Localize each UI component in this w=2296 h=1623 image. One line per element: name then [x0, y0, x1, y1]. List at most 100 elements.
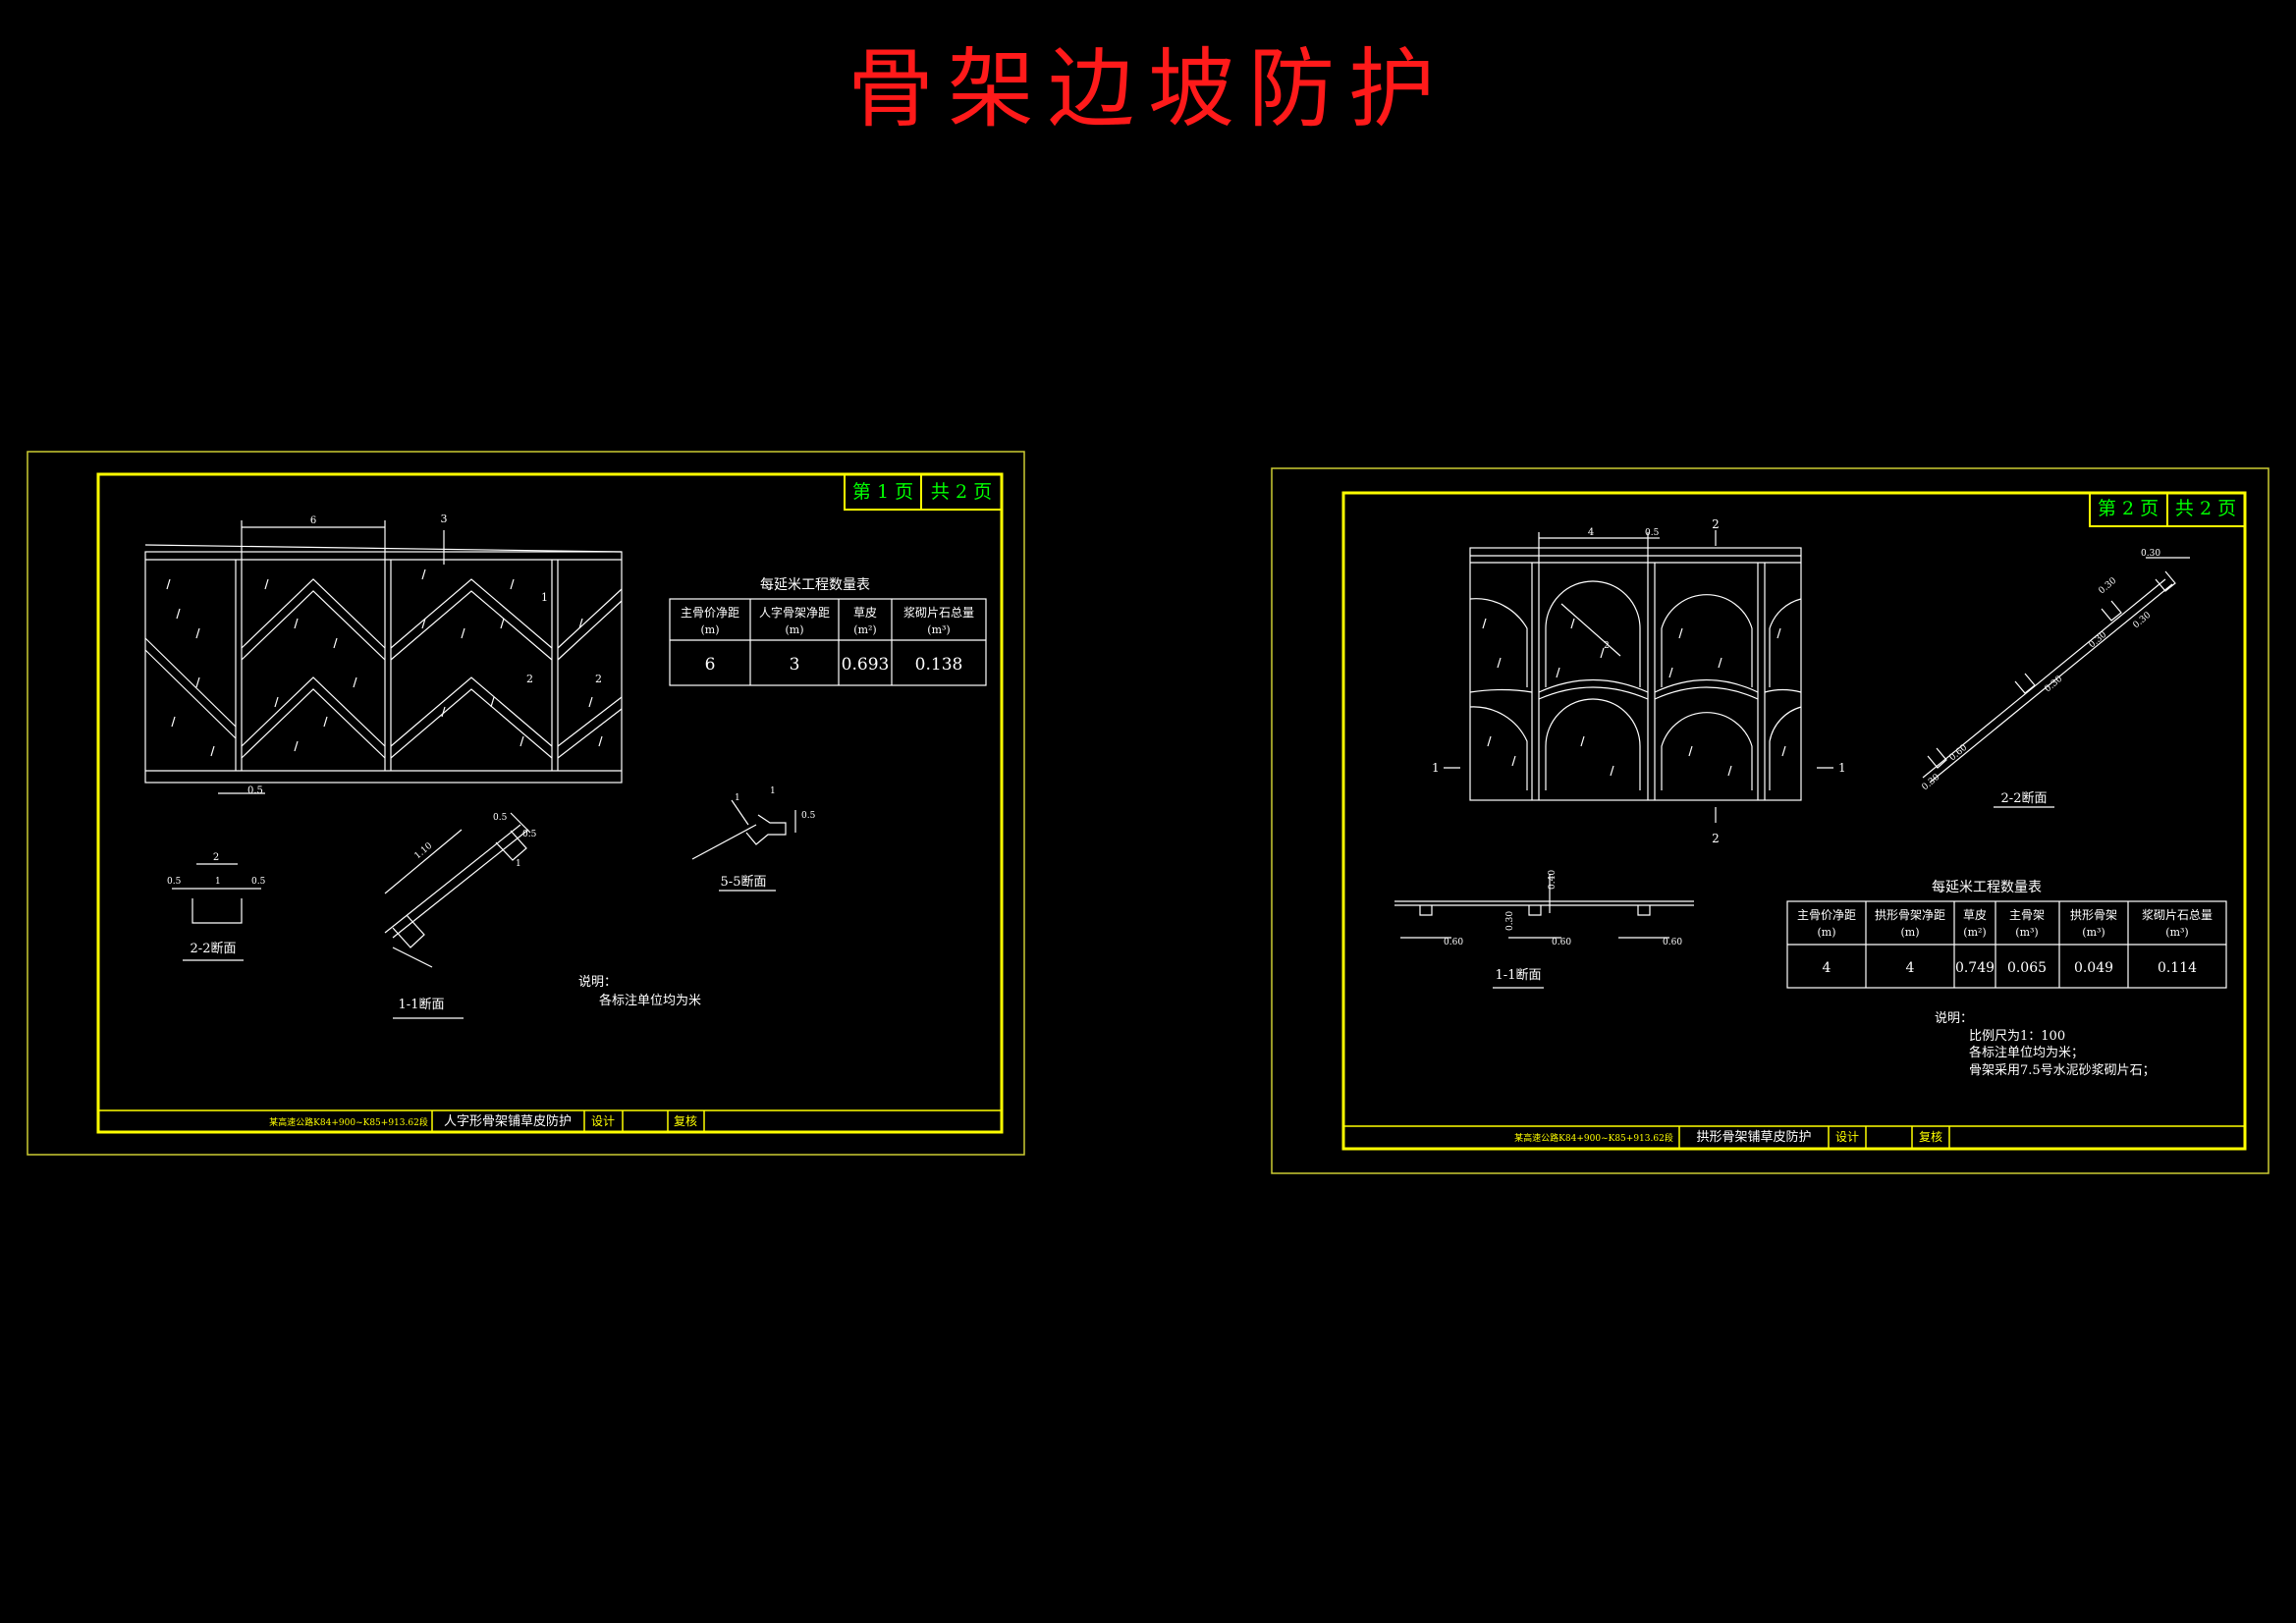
sheet-2-inner-frame — [1341, 491, 2247, 1151]
sheet-1-s11-d1: 1.10 — [413, 841, 435, 862]
sheet-1-td-2: 3 — [790, 655, 800, 675]
sheet-1-th-1: 主骨价净距 — [681, 606, 739, 620]
sheet-1-marker-2-right: 2 — [595, 673, 602, 685]
sheet-1-footer-design: 设计 — [591, 1114, 615, 1128]
sheet-2-th-3-unit: (m²) — [1963, 926, 1986, 939]
sheet-1-section-5-5 — [691, 799, 796, 892]
sheet-2-marker-left: 1 — [1432, 761, 1440, 775]
sheet-2-page-tag: 第 2 页 共 2 页 — [2089, 492, 2246, 527]
sheet-1-s11-d2: 0.5 — [493, 813, 508, 823]
sheet-1-outer-border — [27, 451, 1025, 1156]
sheet-2-marker-right: 1 — [1838, 761, 1846, 775]
sheet-1-dim-bottom: 0.5 — [247, 785, 263, 796]
sheet-1-section-1-1 — [384, 812, 531, 1019]
sheet-1-inner-frame — [96, 472, 1004, 1134]
sheet-2-note-1: 比例尺为1：100 — [1969, 1029, 2065, 1044]
sheet-2-s22-d4: 0.30 — [2088, 630, 2109, 651]
sheet-1-table-title: 每延米工程数量表 — [760, 577, 870, 593]
sheet-1-td-1: 6 — [705, 655, 716, 675]
sheet-2-quantity-table — [1786, 900, 2227, 989]
sheet-1-marker-1: 1 — [541, 591, 548, 604]
sheet-2-th-1-unit: (m) — [1817, 926, 1835, 939]
sheet-2-s11-d1: 0.40 — [1548, 870, 1558, 890]
sheet-1-s22-label: 2-2断面 — [191, 942, 237, 956]
sheet-1-th-3: 草皮 — [853, 606, 877, 620]
sheet-2-td-1: 4 — [1823, 960, 1831, 976]
sheet-2-td-3: 0.749 — [1955, 960, 1995, 976]
sheet-2-s22-d1: 0.30 — [2141, 549, 2160, 559]
sheet-2-th-5-unit: (m³) — [2082, 926, 2105, 939]
sheet-2-dim-top-small: 0.5 — [1645, 528, 1660, 538]
sheet-1-s22-d4: 0.5 — [251, 877, 266, 887]
sheet-2-page-total: 共 2 页 — [2175, 498, 2236, 519]
sheet-2-dim-top-width: 4 — [1588, 527, 1594, 538]
sheet-2-s11-d2: 0.30 — [1505, 911, 1515, 931]
sheet-2-s11-label: 1-1断面 — [1496, 968, 1542, 983]
sheet-1-th-1-unit: (m) — [700, 623, 719, 636]
sheet-2-th-6: 浆砌片石总量 — [2142, 907, 2213, 922]
sheet-2-title-block — [1343, 1125, 2245, 1149]
sheet-1-th-2: 人字骨架净距 — [759, 605, 830, 620]
sheet-2-note-2: 各标注单位均为米； — [1969, 1045, 2084, 1060]
sheet-2-footer-check: 复核 — [1919, 1130, 1942, 1144]
sheet-1-quantity-table — [669, 598, 987, 686]
sheet-1-s22-d1: 2 — [213, 852, 219, 863]
sheet-2-s11-d5: 0.60 — [1663, 938, 1682, 947]
sheet-1-dim-top-marker: 3 — [441, 513, 448, 525]
sheet-2-s11-d4: 0.60 — [1552, 938, 1571, 947]
sheet-1: 第 1 页 共 2 页 — [27, 451, 1025, 1156]
sheet-1-note-1: 各标注单位均为米 — [599, 993, 701, 1008]
sheet-2-th-1: 主骨价净距 — [1797, 908, 1856, 922]
sheet-1-td-4: 0.138 — [915, 655, 963, 675]
sheet-1-th-4-unit: (m³) — [927, 623, 950, 636]
sheet-1-s22-d3: 1 — [215, 877, 221, 887]
sheet-1-marker-2-left: 2 — [526, 673, 533, 685]
sheet-1-td-3: 0.693 — [842, 655, 890, 675]
sheet-2-s22-d2: 0.30 — [2098, 576, 2119, 597]
sheet-1-th-4: 浆砌片石总量 — [903, 605, 974, 620]
page-title: 骨架边坡防护 — [847, 38, 1449, 139]
sheet-2-td-4: 0.065 — [2007, 960, 2047, 976]
sheet-1-th-3-unit: (m²) — [853, 623, 876, 636]
sheet-2-s11-d3: 0.60 — [1444, 938, 1463, 947]
sheet-1-dim-top-width: 6 — [310, 515, 316, 526]
sheet-2-s22-label: 2-2断面 — [2001, 791, 2048, 806]
sheet-1-th-2-unit: (m) — [785, 623, 803, 636]
sheet-2-s22-d3: 0.30 — [2132, 611, 2154, 631]
sheet-2-th-2-unit: (m) — [1900, 926, 1919, 939]
sheet-2-td-2: 4 — [1906, 960, 1915, 976]
sheet-1-page-total: 共 2 页 — [931, 481, 992, 503]
sheet-2-footer-design: 设计 — [1835, 1130, 1859, 1144]
sheet-1-page-number: 第 1 页 — [852, 481, 913, 503]
sheet-2-note-3: 骨架采用7.5号水泥砂浆砌片石； — [1969, 1063, 2156, 1078]
sheet-1-footer-title: 人字形骨架铺草皮防护 — [444, 1113, 572, 1129]
sheet-1-s11-d3: 0.5 — [522, 830, 537, 839]
sheet-2-th-6-unit: (m³) — [2165, 926, 2188, 939]
sheet-2-page-number: 第 2 页 — [2098, 498, 2159, 519]
sheet-2-notes-title: 说明： — [1935, 1011, 1973, 1026]
sheet-1-section-2-2 — [172, 863, 261, 961]
sheet-1-title-block — [98, 1109, 1002, 1132]
sheet-2-th-5: 拱形骨架 — [2070, 908, 2117, 922]
sheet-2-section-1-1 — [1394, 874, 1694, 989]
sheet-2-section-2-2 — [1922, 557, 2190, 808]
sheet-2-footer-title: 拱形骨架铺草皮防护 — [1696, 1129, 1811, 1145]
sheet-2-td-5: 0.049 — [2074, 960, 2113, 976]
sheet-2-th-3: 草皮 — [1963, 908, 1987, 922]
sheet-2-footer-project: 某高速公路K84+900~K85+913.62段 — [1514, 1132, 1673, 1144]
sheet-1-s22-d2: 0.5 — [167, 877, 182, 887]
sheet-2-th-2: 拱形骨架净距 — [1875, 908, 1945, 922]
sheet-2-th-4: 主骨架 — [2009, 908, 2045, 922]
sheet-1-s11-label: 1-1断面 — [399, 998, 445, 1012]
sheet-2: 第 2 页 共 2 页 — [1271, 467, 2269, 1174]
sheet-1-notes-title: 说明： — [578, 975, 617, 990]
sheet-1-footer-check: 复核 — [674, 1114, 697, 1128]
sheet-1-s55-d2: 1 — [770, 786, 776, 796]
sheet-1-s55-d1: 1 — [735, 793, 740, 803]
sheet-1-footer-project: 某高速公路K84+900~K85+913.62段 — [269, 1116, 428, 1128]
sheet-1-s11-d4: 1 — [516, 859, 521, 869]
sheet-2-marker-bottom: 2 — [1712, 832, 1720, 845]
sheet-2-s22-d6: 0.60 — [1948, 743, 1970, 764]
sheet-1-page-tag: 第 1 页 共 2 页 — [844, 473, 1003, 511]
